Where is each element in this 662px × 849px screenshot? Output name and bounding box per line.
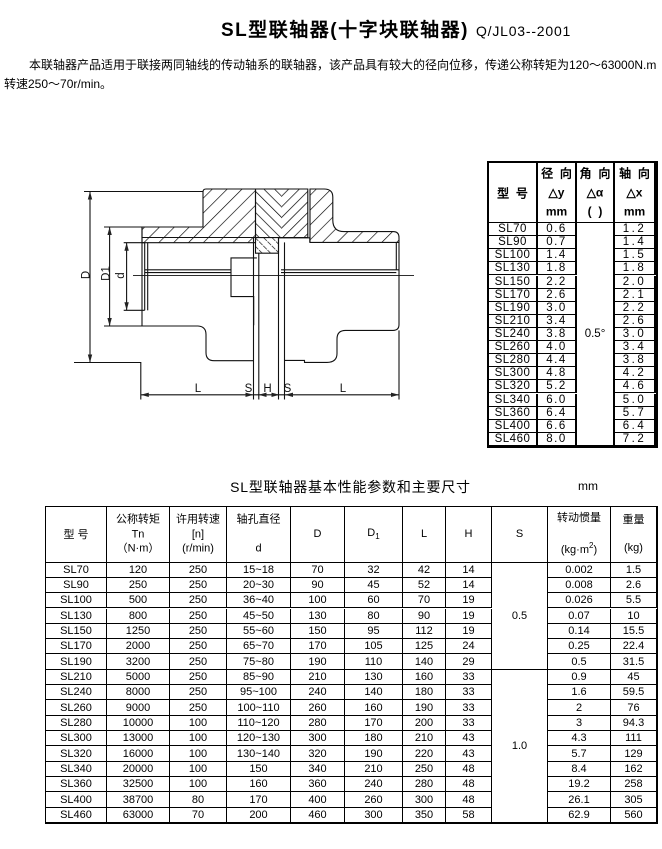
svg-text:D: D — [80, 271, 92, 279]
svg-text:H: H — [263, 383, 271, 395]
svg-text:S: S — [284, 383, 292, 395]
svg-text:D1: D1 — [101, 266, 113, 281]
svg-text:L: L — [195, 383, 202, 395]
svg-text:d: d — [115, 272, 127, 278]
svg-text:S: S — [245, 383, 253, 395]
svg-text:L: L — [340, 383, 347, 395]
